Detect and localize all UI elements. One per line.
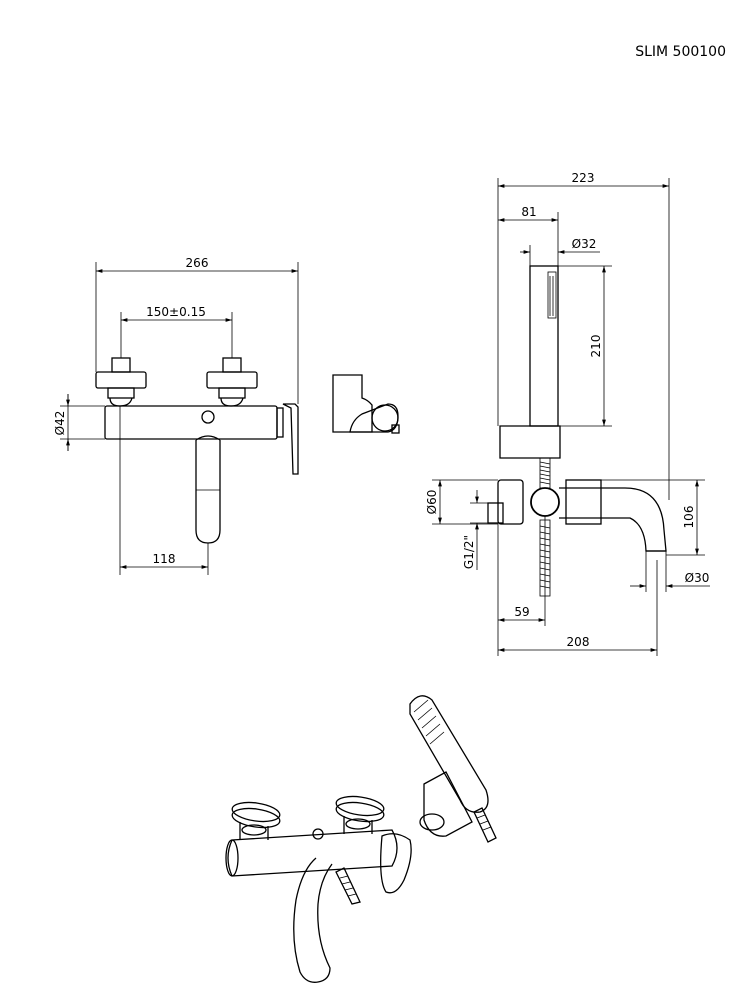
dim-shower-offset: 81 bbox=[521, 205, 536, 219]
side-view: 223 81 Ø32 210 Ø60 G1/2" 106 bbox=[425, 171, 710, 656]
dim-spout-diameter: Ø30 bbox=[685, 571, 710, 585]
drawing-title: SLIM 500100 bbox=[635, 44, 726, 60]
dim-connection-diameter: Ø60 bbox=[425, 490, 439, 515]
dim-overall-width: 266 bbox=[186, 256, 209, 270]
dim-center-distance: 150±0.15 bbox=[146, 305, 206, 319]
dim-spout-projection: 208 bbox=[567, 635, 590, 649]
dim-handshower-length: 210 bbox=[589, 335, 603, 358]
dim-thread: G1/2" bbox=[462, 535, 476, 569]
dim-spout-offset: 118 bbox=[153, 552, 176, 566]
dim-depth-to-axis: 59 bbox=[514, 605, 529, 619]
isometric-view bbox=[225, 695, 497, 983]
dim-total-width: 223 bbox=[572, 171, 595, 185]
dim-body-diameter: Ø42 bbox=[53, 411, 67, 436]
dim-handshower-diameter: Ø32 bbox=[572, 237, 597, 251]
front-view: 266 150±0.15 Ø42 118 bbox=[53, 256, 299, 575]
dim-spout-height: 106 bbox=[682, 506, 696, 529]
holder-view bbox=[332, 374, 400, 434]
